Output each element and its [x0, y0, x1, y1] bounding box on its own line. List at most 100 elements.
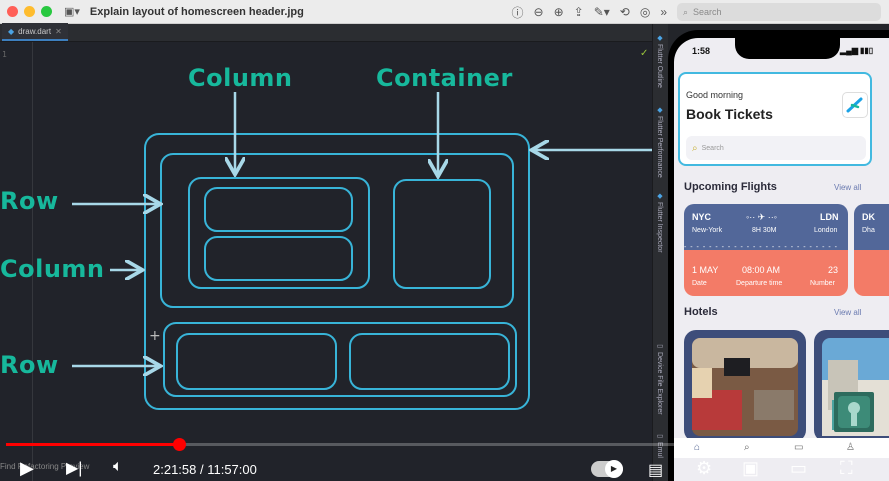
flight-ticket-card[interactable]: DK Dha — [854, 204, 889, 296]
editor-tab-label: draw.dart — [18, 26, 52, 36]
tool-flutter-inspector-label: Flutter Inspector — [656, 201, 663, 253]
ticket-tab-icon[interactable]: ▭ — [794, 442, 804, 453]
tool-flutter-performance-label: Flutter Performance — [656, 115, 663, 178]
ide-tool-strip: ◆ Flutter Outline ◆ Flutter Performance … — [652, 24, 668, 481]
toolbar-more-icon[interactable]: » — [660, 5, 667, 19]
ticket-from-code: DK — [862, 212, 875, 222]
video-progress-track[interactable] — [6, 443, 879, 446]
markup-icon[interactable]: ✎▾ — [593, 5, 610, 19]
sidebar-toggle-icon[interactable]: ▣▾ — [64, 6, 80, 18]
settings-gear-icon[interactable]: ⚙ — [696, 458, 713, 478]
tool-flutter-outline[interactable]: ◆ Flutter Outline — [655, 34, 663, 88]
ticket-bottom-half — [684, 250, 848, 296]
tool-flutter-inspector[interactable]: ◆ Flutter Inspector — [655, 192, 663, 253]
ticket-from-code: NYC — [692, 212, 712, 222]
label-column-top: Column — [188, 64, 293, 92]
hotels-heading: Hotels — [684, 306, 718, 318]
zoom-out-icon[interactable]: ⊖ — [533, 5, 544, 19]
hotels-view-all-link[interactable]: View all — [834, 308, 862, 317]
editor-tab-draw-dart[interactable]: ◆ draw.dart ✕ — [2, 23, 68, 41]
preview-titlebar: ▣▾ Explain layout of homescreen header.j… — [0, 0, 889, 24]
phone-search-field[interactable]: ⌕ Search — [686, 136, 866, 160]
tool-flutter-performance[interactable]: ◆ Flutter Performance — [655, 106, 663, 178]
signal-icon: ▂▄▆ — [840, 46, 858, 55]
video-progress-played — [6, 443, 179, 446]
label-row-1: Row — [0, 187, 59, 215]
fullscreen-icon[interactable]: ⛶ — [840, 458, 853, 478]
channel-watermark — [834, 392, 874, 432]
phone-time: 1:58 — [692, 46, 711, 56]
volume-icon[interactable]: 🔈︎ — [113, 458, 123, 475]
phone-search-placeholder: Search — [701, 144, 724, 152]
ticket-time-label: Departure time — [736, 280, 783, 287]
home-icon[interactable]: ⌂ — [694, 442, 701, 453]
line-number: 1 — [2, 50, 7, 59]
ticket-from-name: New-York — [692, 227, 723, 234]
ticket-top-half — [854, 204, 889, 250]
video-scrubber-handle[interactable] — [172, 438, 186, 451]
tool-emulator[interactable]: ▭ Emul — [655, 432, 663, 458]
search-icon: ⌕ — [683, 6, 689, 17]
greeting-text: Good morning — [686, 90, 744, 100]
search-icon: ⌕ — [692, 142, 698, 154]
toolbar-right: ⓘ ⊖ ⊕ ⇪ ✎▾ ⟲ ◎ » ⌕ Search — [511, 3, 881, 21]
ticket-to-name: London — [814, 227, 838, 234]
ticket-time: 08:00 AM — [742, 265, 781, 275]
autoplay-toggle[interactable]: ▶ — [591, 460, 623, 478]
play-button[interactable]: ▶ — [20, 458, 34, 478]
rotate-icon[interactable]: ⟲ — [619, 5, 630, 19]
bottom-box-2 — [349, 333, 510, 390]
channel-logo-icon — [838, 396, 870, 428]
flight-ticket-card[interactable]: NYC New-York ◦·· ✈ ··◦ 8H 30M LDN London… — [684, 204, 848, 296]
flights-view-all-link[interactable]: View all — [834, 183, 862, 192]
ticket-top-half — [684, 204, 848, 250]
miniplayer-icon[interactable]: ▣ — [742, 458, 760, 478]
info-icon[interactable]: ⓘ — [511, 5, 524, 20]
next-button[interactable]: ▶| — [66, 460, 83, 477]
ticket-date-label: Date — [692, 280, 707, 287]
phone-notch — [735, 38, 840, 59]
hotel-card[interactable] — [684, 330, 806, 442]
document-title: Explain layout of homescreen header.jpg — [89, 5, 304, 18]
ticket-to-code: LDN — [820, 212, 839, 222]
window-controls — [7, 6, 52, 17]
search-tab-icon[interactable]: ⌕ — [744, 442, 750, 453]
flutter-icon: ◆ — [656, 106, 663, 114]
flight-path-icon: ◦·· ✈ ··◦ — [746, 212, 777, 222]
share-icon[interactable]: ⇪ — [573, 5, 584, 19]
tool-device-file-explorer[interactable]: ▭ Device File Explorer — [655, 342, 663, 415]
zoom-in-icon[interactable]: ⊕ — [553, 5, 564, 19]
layout-diagram: + — [72, 92, 652, 410]
label-column-left: Column — [0, 255, 105, 283]
ide-editor: ◆ draw.dart ✕ 1 ✓ — [0, 23, 652, 481]
home-header: Good morning Book Tickets ⌕ Search — [678, 72, 872, 166]
header-title: Book Tickets — [686, 106, 773, 122]
zoom-window-button[interactable] — [41, 6, 52, 17]
close-window-button[interactable] — [7, 6, 18, 17]
theater-mode-icon[interactable]: ▭ — [790, 458, 808, 478]
plus-icon: + — [149, 328, 161, 344]
label-row-2: Row — [0, 351, 59, 379]
ticket-date: 1 MAY — [692, 265, 719, 275]
annotate-icon[interactable]: ◎ — [639, 5, 651, 19]
autoplay-play-icon: ▶ — [605, 460, 623, 478]
bottom-box-1 — [176, 333, 337, 390]
ticket-number: 23 — [828, 265, 839, 275]
close-tab-icon[interactable]: ✕ — [55, 26, 62, 36]
subtitles-icon[interactable]: ▤ — [648, 462, 664, 479]
battery-icon: ▮▮▯ — [860, 46, 874, 55]
ide-bottom-tabs: Find Refactoring Preview — [0, 462, 90, 471]
profile-tab-icon[interactable]: ♙ — [846, 442, 855, 453]
tool-emulator-label: Emul — [656, 441, 663, 458]
flutter-icon: ◆ — [656, 34, 663, 42]
tool-device-file-explorer-label: Device File Explorer — [656, 351, 663, 415]
logo-container-box — [393, 179, 491, 289]
outer-container-box — [144, 133, 530, 410]
minimize-window-button[interactable] — [24, 6, 35, 17]
text-box-1 — [204, 187, 353, 232]
preview-search-field[interactable]: ⌕ Search — [677, 3, 881, 21]
search-placeholder: Search — [693, 7, 722, 17]
phone-bottom-nav: ⌂ ⌕ ▭ ♙ — [674, 438, 889, 458]
video-time: 2:21:58 / 11:57:00 — [153, 462, 257, 477]
